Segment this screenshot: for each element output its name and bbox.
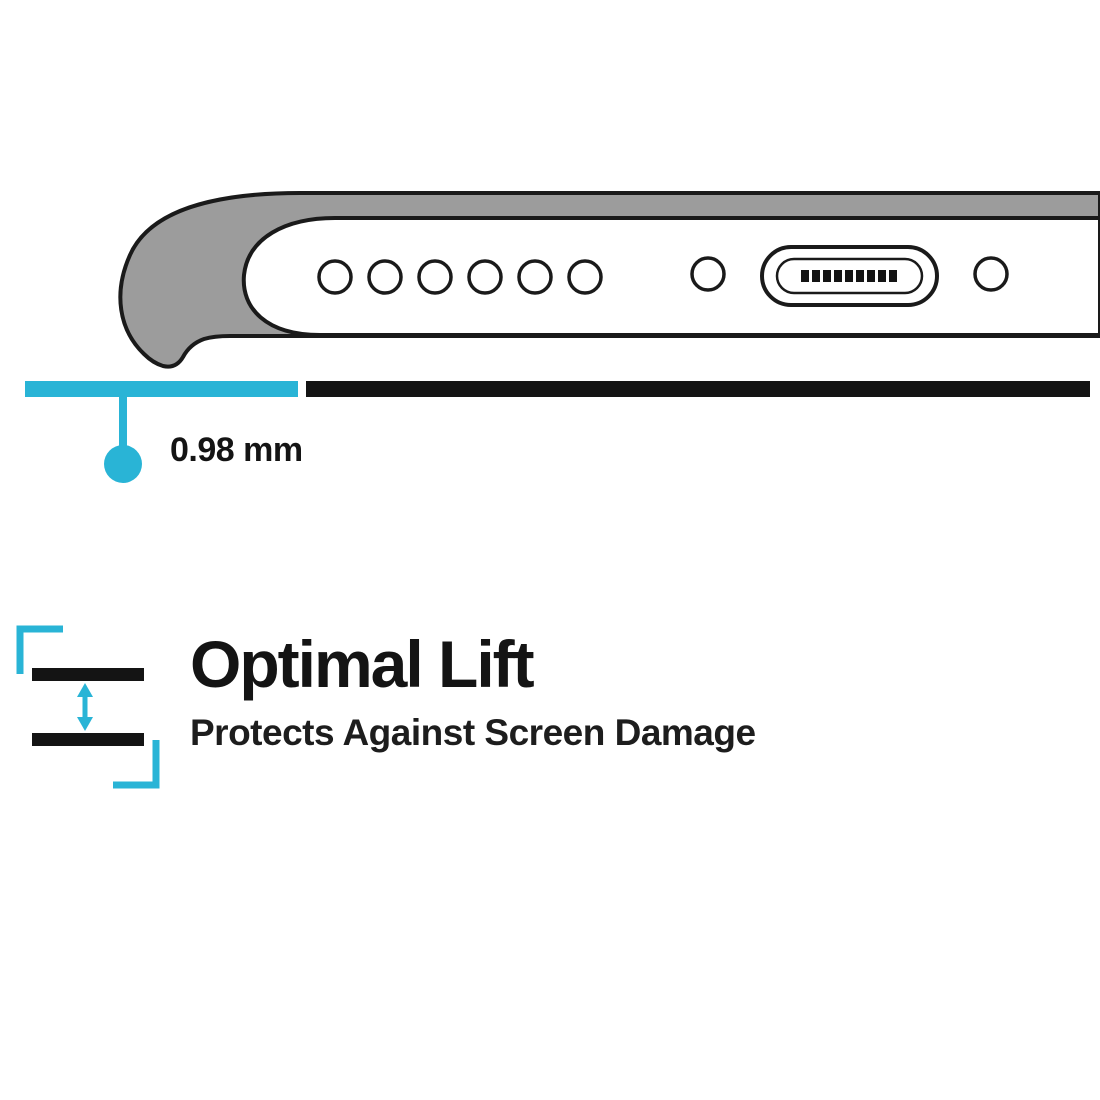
speaker-hole	[417, 259, 453, 295]
surface-line-accent	[25, 381, 298, 397]
mic-hole-right-icon	[973, 256, 1009, 292]
gap-bar-top	[32, 668, 144, 681]
bracket-bottom-right	[113, 740, 160, 789]
feature-title: Optimal Lift	[190, 627, 535, 701]
speaker-hole	[517, 259, 553, 295]
double-arrow-icon	[77, 683, 93, 731]
phone-bottom-edge-in-case-icon: 0.98 mm	[25, 191, 1100, 483]
measurement-label: 0.98 mm	[170, 431, 303, 469]
feature-text-block: Optimal Lift Protects Against Screen Dam…	[190, 622, 756, 754]
speaker-holes-icon	[317, 259, 603, 295]
speaker-hole	[467, 259, 503, 295]
speaker-hole	[367, 259, 403, 295]
vertical-gap-double-arrow-icon	[16, 625, 160, 789]
surface-line-dark	[306, 381, 1090, 397]
charging-port-pins	[801, 270, 897, 282]
charging-port-icon	[760, 245, 939, 307]
measure-leader-line	[119, 397, 127, 449]
measure-dot-icon	[104, 445, 142, 483]
speaker-hole	[567, 259, 603, 295]
feature-subtitle: Protects Against Screen Damage	[190, 712, 756, 754]
feature-section: Optimal Lift Protects Against Screen Dam…	[8, 622, 756, 792]
gap-bar-bottom	[32, 733, 144, 746]
speaker-hole	[317, 259, 353, 295]
mic-hole-left-icon	[690, 256, 726, 292]
bracket-top-left	[16, 625, 63, 674]
